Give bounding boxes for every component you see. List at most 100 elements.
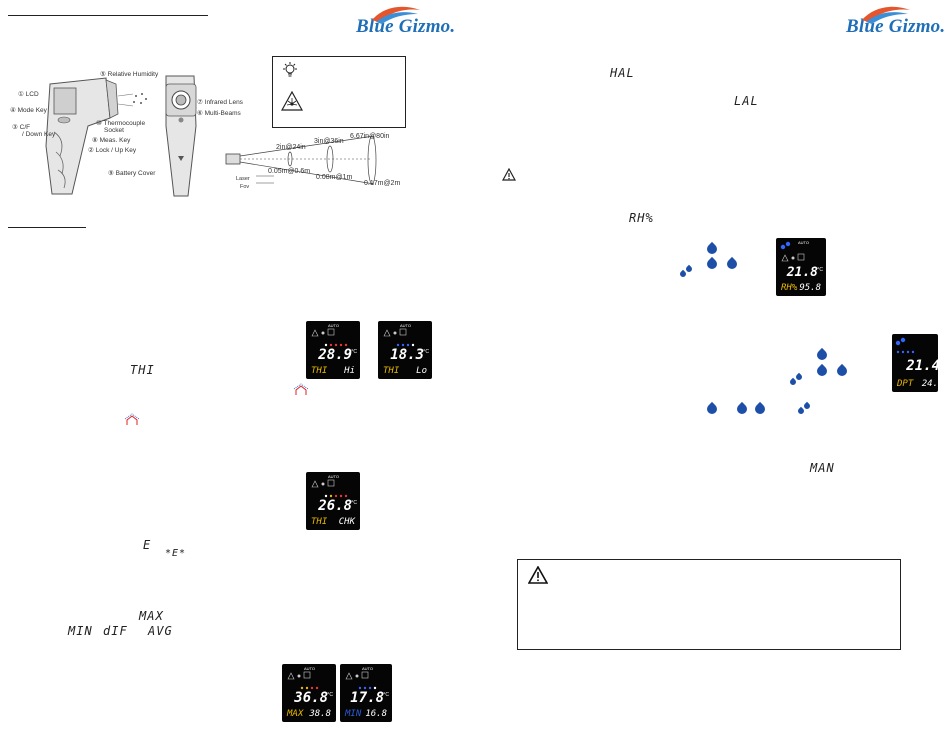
lcd-mode: DPT [897, 379, 914, 389]
icon-legend-box [272, 56, 406, 128]
lcd-unit: °C [423, 349, 429, 355]
lcd-status-icons [287, 671, 311, 680]
lcd-unit: °C [817, 267, 823, 273]
label-relative-humidity: ⑤ Relative Humidity [100, 71, 159, 78]
segment-rh: RH% [629, 211, 654, 225]
lcd-sub: Hi [344, 366, 355, 376]
logo-swoosh-icon [372, 6, 420, 24]
water-drop-icon [814, 347, 830, 363]
lcd-status-icons [781, 253, 805, 262]
lcd-mode: MAX [287, 709, 304, 719]
lcd-level-dots [324, 343, 348, 347]
lcd-level-dots [300, 686, 319, 690]
lcd-temp: 28.9 [318, 347, 352, 363]
caution-box [517, 559, 901, 650]
segment-thi: THI [130, 363, 155, 377]
legend-laser: Laser [236, 176, 250, 182]
lcd-level-dots [896, 350, 915, 354]
lcd-screen-lo: AUTO 18.3 °C THI Lo [378, 321, 432, 379]
logo-swoosh-icon [862, 6, 910, 24]
lcd-mode: THI [311, 366, 328, 376]
lcd-status-icons [311, 479, 335, 488]
lcd-sub: Lo [416, 366, 427, 376]
legend-fov: Fov [240, 184, 250, 190]
lcd-unit: °C [351, 349, 357, 355]
lcd-top-label: AUTO [328, 474, 340, 479]
label-cf-down: ③ C/F [12, 124, 31, 131]
lcd-temp: 36.8 [294, 690, 328, 706]
lcd-screen-rh: AUTO 21.8 °C RH% 95.8 [776, 238, 826, 296]
header-rule [8, 15, 208, 16]
segment-e-star: *E* [165, 548, 187, 559]
label-lock-up-key: ② Lock / Up Key [88, 147, 137, 154]
lcd-level-dots [358, 686, 377, 690]
lcd-status-icons [345, 671, 369, 680]
water-drop-icon [752, 401, 768, 417]
distance-label-005m: 0.05m@0.6m [268, 168, 311, 175]
lcd-sub: 38.8 [309, 709, 331, 719]
caution-icon [528, 566, 548, 584]
lcd-drop-icon [780, 241, 791, 250]
lcd-status-icons [311, 328, 335, 337]
lcd-drop-icon [895, 337, 906, 346]
lcd-top-label: AUTO [400, 323, 412, 328]
lcd-status-icons [383, 328, 407, 337]
water-drop-icon [734, 401, 750, 417]
label-battery-cover: ⑨ Battery Cover [108, 170, 156, 177]
distance-label-6in: 6.67in@80in [350, 133, 390, 140]
alarm-house-icon-red [293, 383, 309, 395]
lcd-level-dots [396, 343, 415, 347]
brand-logo-left: Blue Gizmo. [356, 6, 455, 38]
label-down-key: / Down Key [22, 131, 56, 138]
lcd-screen-max: AUTO 36.8 °C MAX 38.8 [282, 664, 336, 722]
lcd-top-label: AUTO [304, 666, 316, 671]
segment-hal: HAL [610, 66, 635, 80]
segment-min: MIN [68, 624, 93, 638]
label-mode-key: ④ Mode Key [10, 107, 47, 114]
lcd-temp: 26.8 [318, 498, 352, 514]
segment-man: MAN [810, 461, 835, 475]
brand-logo-right: Blue Gizmo. [846, 6, 945, 38]
segment-lal: LAL [734, 94, 759, 108]
water-drop-icon [704, 401, 720, 417]
lcd-sub: 95.8 [799, 283, 821, 293]
lcd-top-label: AUTO [362, 666, 374, 671]
lcd-unit: °C [351, 500, 357, 506]
lcd-screen-chk: AUTO 26.8 °C THI CHK [306, 472, 360, 530]
lcd-mode: RH% [781, 283, 798, 293]
segment-dif: dIF [103, 624, 128, 638]
lcd-mode: THI [311, 517, 328, 527]
distance-label-3in: 3in@36in [314, 138, 344, 145]
lcd-temp: 21.8 [786, 265, 818, 280]
lcd-screen-min: AUTO 17.8 °C MIN 16.8 [340, 664, 392, 722]
segment-e: E [143, 538, 152, 552]
device-illustration [45, 75, 197, 197]
lcd-sub: CHK [338, 517, 355, 527]
lamp-icon [283, 62, 297, 77]
lcd-screen-dpt: 21.4 DPT 24. [892, 334, 938, 392]
lcd-mode: MIN [345, 709, 362, 719]
alarm-house-icon-blue [124, 413, 140, 425]
distance-spot-diagram: 2in@24in 3in@36in 6.67in@80in 0.05m@0.6m… [224, 132, 404, 194]
distance-label-2in: 2in@24in [276, 144, 306, 151]
lcd-unit: °C [327, 692, 333, 698]
lcd-top-label: AUTO [798, 240, 810, 245]
label-socket: Socket [104, 127, 124, 134]
device-diagram: ⑤ Relative Humidity ① LCD ④ Mode Key ③ C… [8, 56, 268, 206]
water-drop-icon [814, 363, 830, 379]
segment-avg: AVG [148, 624, 173, 638]
label-meas-key: ⑧ Meas. Key [92, 137, 131, 144]
lcd-screen-hi: AUTO 28.9 °C THI Hi [306, 321, 360, 379]
water-drop-icon [724, 256, 740, 272]
distance-label-008m: 0.08m@1m [316, 174, 353, 181]
label-thermocouple: ⑩ Thermocouple [96, 120, 146, 127]
water-drop-icon [834, 363, 850, 379]
lcd-mode: THI [383, 366, 400, 376]
label-infrared-lens: ⑦ Infrared Lens [197, 99, 243, 106]
lcd-unit: °C [383, 692, 389, 698]
water-drop-icon [704, 256, 720, 272]
beam-cone-diagram [225, 135, 377, 185]
lcd-level-dots [324, 494, 348, 498]
lcd-temp: 21.4 [906, 358, 938, 374]
water-drop-icon [704, 241, 720, 257]
